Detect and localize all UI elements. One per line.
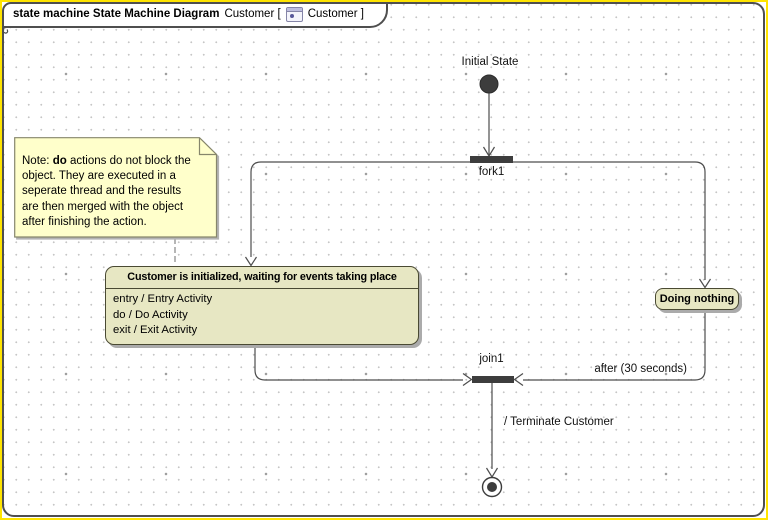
join-node[interactable] (472, 376, 514, 383)
transition-line (513, 161, 706, 280)
diagram-context-name: Customer ] (307, 8, 364, 20)
arrowhead-icon (513, 373, 524, 386)
transition-line (250, 161, 470, 257)
state-machine-diagram-icon (285, 6, 303, 22)
transition-initial-to-fork[interactable] (482, 93, 496, 158)
arrowhead-icon (244, 256, 258, 267)
transition-fork-to-doing-nothing[interactable] (513, 161, 712, 289)
note[interactable]: Note: do actions do not block the object… (14, 137, 220, 240)
note-shape (14, 137, 218, 238)
note-fold-icon (198, 137, 217, 156)
initial-state-label[interactable]: Initial State (461, 56, 519, 68)
note-body-shape (14, 137, 218, 238)
state-activity-do: do / Do Activity (113, 308, 188, 321)
terminate-effect-label[interactable]: / Terminate Customer (504, 416, 614, 428)
note-text: Note: do actions do not block the object… (22, 154, 212, 230)
transition-doing-nothing-to-join[interactable] (513, 311, 706, 386)
after-trigger-label[interactable]: after (30 seconds) (594, 363, 687, 375)
state-activity-exit: exit / Exit Activity (113, 324, 198, 336)
state-customer-initialized[interactable]: Customer is initialized, waiting for eve… (105, 266, 419, 345)
final-state-dot (487, 482, 497, 492)
join-label[interactable]: join1 (479, 353, 504, 365)
fork-node[interactable] (470, 156, 513, 163)
note-line: after finishing the action. (22, 215, 147, 228)
state-doing-nothing[interactable]: Doing nothing (655, 288, 739, 310)
arrowhead-icon (698, 278, 712, 289)
frame-corner-curl (2, 26, 12, 34)
note-line: object. They are executed in a (22, 170, 176, 183)
arrowhead-icon (485, 467, 499, 479)
note-line: are then merged with the object (22, 200, 184, 213)
fork-label[interactable]: fork1 (478, 166, 505, 178)
arrowhead-icon (462, 373, 473, 386)
final-state-node[interactable] (481, 476, 503, 498)
transition-fork-to-main-state[interactable] (244, 161, 471, 267)
state-title: Customer is initialized, waiting for eve… (106, 267, 418, 289)
state-activities: entry / Entry Activity do / Do Activity … (106, 289, 418, 339)
note-line: seperate thread and the results (22, 185, 182, 198)
diagram-type-title: state machine State Machine Diagram (13, 8, 220, 20)
transition-line (254, 346, 463, 381)
note-line: Note: do actions do not block the (22, 155, 191, 167)
state-activity-entry: entry / Entry Activity (113, 293, 213, 305)
transition-main-state-to-join[interactable] (254, 346, 473, 386)
diagram-context-open: Customer [ (224, 8, 281, 20)
transition-join-to-final[interactable] (485, 383, 499, 479)
transition-line (523, 311, 706, 381)
initial-state-node[interactable] (479, 74, 499, 94)
diagram-frame-header[interactable]: state machine State Machine Diagram Cust… (2, 2, 388, 28)
